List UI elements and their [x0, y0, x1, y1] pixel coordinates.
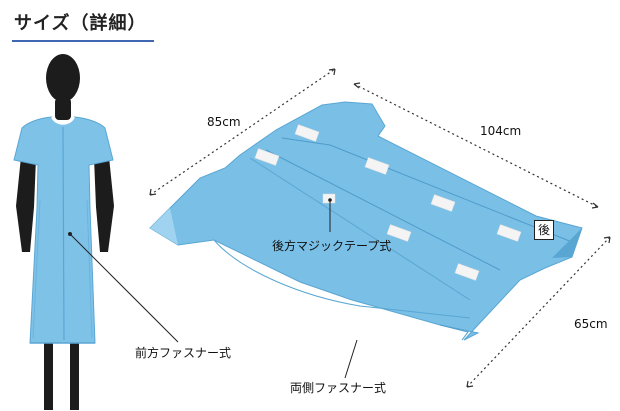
width-dimension-line: [149, 68, 336, 196]
front-fastener-label: 前方ファスナー式: [135, 346, 232, 360]
back-badge: 後: [534, 220, 554, 240]
velcro-tabs: [254, 124, 522, 281]
back-fastener-marker: [328, 198, 332, 202]
title-underline: [12, 40, 154, 42]
length-label: 104cm: [480, 124, 522, 138]
leader-lines: [69, 200, 358, 379]
dimension-lines: [149, 68, 611, 388]
mannequin: [16, 54, 114, 410]
width-label: 85cm: [207, 115, 241, 129]
page-title: サイズ（詳細）: [14, 13, 147, 34]
worn-gown: [13, 116, 114, 344]
flat-gown: [149, 101, 583, 341]
back-fastener-label: 後方マジックテープ式: [272, 239, 392, 253]
side-fastener-label: 両側ファスナー式: [290, 381, 387, 395]
front-fastener-marker: [68, 232, 72, 236]
length-dimension-line: [353, 83, 599, 208]
height-label: 65cm: [574, 317, 608, 331]
